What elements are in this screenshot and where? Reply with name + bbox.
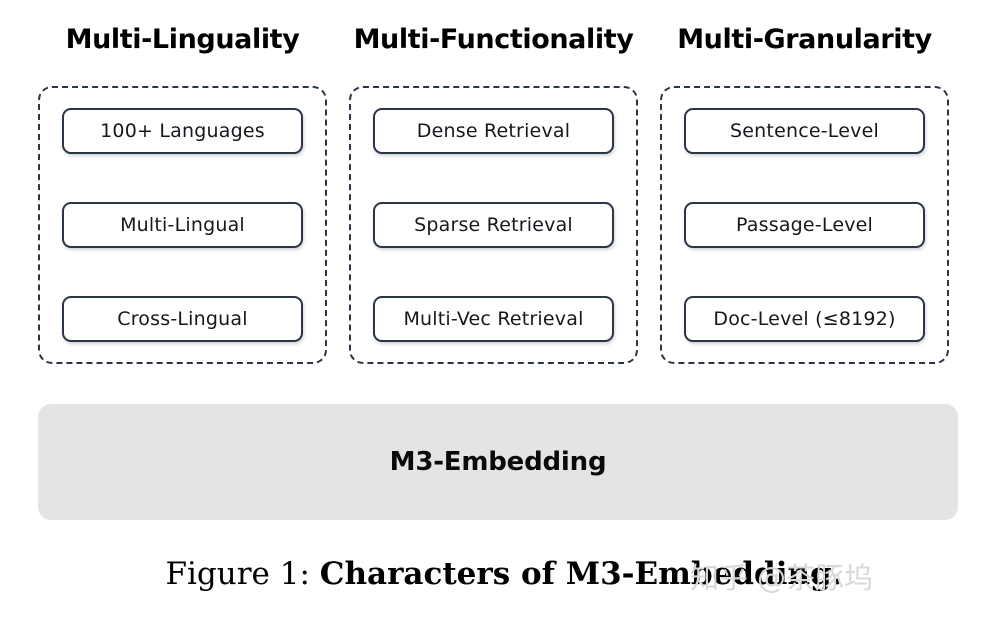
- column-header-multi-granularity: Multi-Granularity: [677, 24, 932, 55]
- group-multi-granularity: Sentence-Level Passage-Level Doc-Level (…: [660, 86, 949, 364]
- column-headers: Multi-Linguality Multi-Functionality Mul…: [38, 18, 958, 68]
- item-doc-level: Doc-Level (≤8192): [684, 296, 925, 342]
- item-cross-lingual: Cross-Lingual: [62, 296, 303, 342]
- figure-caption: Figure 1: Characters of M3-Embedding.: [0, 556, 1008, 592]
- base-model-label: M3-Embedding: [389, 447, 607, 477]
- item-sentence-level: Sentence-Level: [684, 108, 925, 154]
- item-multi-lingual: Multi-Lingual: [62, 202, 303, 248]
- figure-diagram: Multi-Linguality Multi-Functionality Mul…: [38, 18, 958, 520]
- base-model-bar: M3-Embedding: [38, 404, 958, 520]
- caption-prefix: Figure 1:: [165, 556, 320, 592]
- column-groups: 100+ Languages Multi-Lingual Cross-Lingu…: [38, 86, 958, 364]
- group-multi-linguality: 100+ Languages Multi-Lingual Cross-Lingu…: [38, 86, 327, 364]
- group-items-multi-linguality: 100+ Languages Multi-Lingual Cross-Lingu…: [40, 88, 325, 362]
- column-header-multi-functionality: Multi-Functionality: [353, 24, 634, 55]
- item-multi-vec-retrieval: Multi-Vec Retrieval: [373, 296, 614, 342]
- group-multi-functionality: Dense Retrieval Sparse Retrieval Multi-V…: [349, 86, 638, 364]
- group-items-multi-functionality: Dense Retrieval Sparse Retrieval Multi-V…: [351, 88, 636, 362]
- caption-title: Characters of M3-Embedding.: [319, 556, 843, 592]
- item-passage-level: Passage-Level: [684, 202, 925, 248]
- column-header-multi-linguality: Multi-Linguality: [65, 24, 300, 55]
- item-dense-retrieval: Dense Retrieval: [373, 108, 614, 154]
- group-items-multi-granularity: Sentence-Level Passage-Level Doc-Level (…: [662, 88, 947, 362]
- item-sparse-retrieval: Sparse Retrieval: [373, 202, 614, 248]
- item-100-plus-languages: 100+ Languages: [62, 108, 303, 154]
